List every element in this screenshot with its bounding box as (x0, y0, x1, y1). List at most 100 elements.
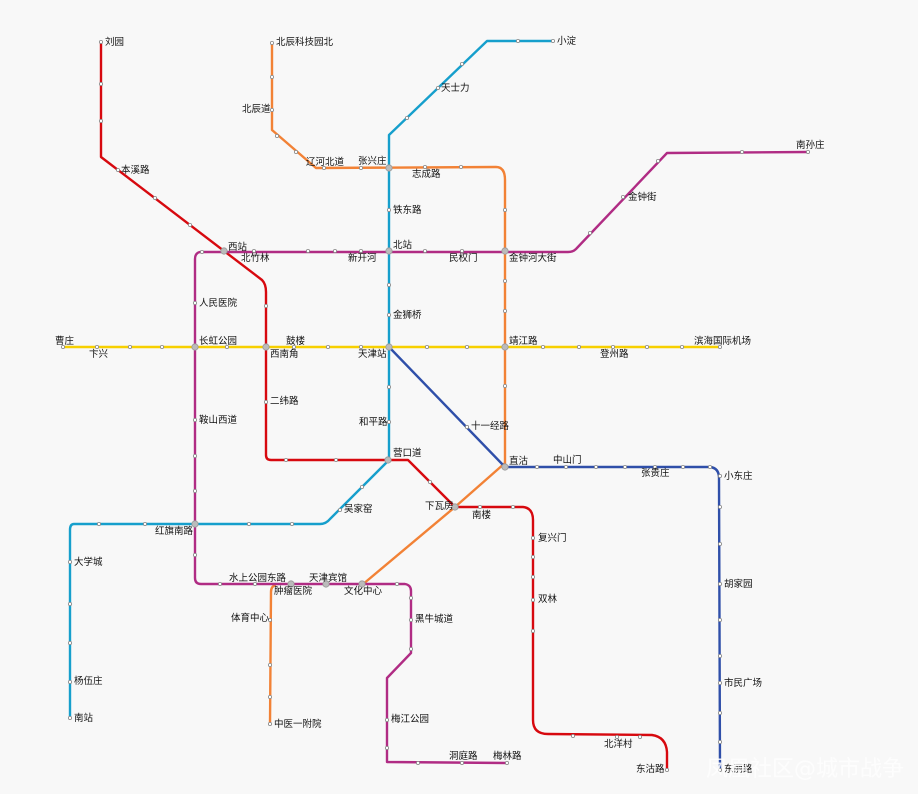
station-dot[interactable] (68, 716, 73, 721)
station-dot[interactable] (708, 464, 713, 469)
station-dot[interactable] (516, 39, 521, 44)
station-dot[interactable] (61, 344, 66, 349)
station-dot[interactable] (386, 312, 391, 317)
station-label[interactable]: 胡家园 (724, 578, 753, 590)
station-dot[interactable] (531, 629, 536, 634)
station-dot[interactable] (217, 582, 222, 587)
station-dot[interactable] (718, 681, 723, 686)
station-dot[interactable] (531, 555, 536, 560)
station-dot[interactable] (621, 194, 626, 199)
station-dot[interactable] (623, 464, 628, 469)
station-dot[interactable] (269, 108, 274, 113)
station-label[interactable]: 北辰道 (242, 103, 271, 115)
station-label[interactable]: 滨海国际机场 (694, 335, 751, 347)
interchange-station-dot[interactable] (385, 247, 393, 255)
station-dot[interactable] (435, 86, 440, 91)
interchange-station-dot[interactable] (384, 456, 392, 464)
station-dot[interactable] (321, 165, 326, 170)
interchange-station-dot[interactable] (287, 580, 295, 588)
station-dot[interactable] (459, 62, 464, 67)
station-label[interactable]: 小东庄 (724, 470, 753, 482)
station-dot[interactable] (386, 419, 391, 424)
station-dot[interactable] (199, 249, 204, 254)
station-dot[interactable] (458, 164, 463, 169)
station-dot[interactable] (422, 164, 427, 169)
station-dot[interactable] (68, 641, 73, 646)
station-label[interactable]: 杨伍庄 (74, 675, 103, 687)
station-dot[interactable] (187, 222, 192, 227)
station-dot[interactable] (477, 504, 482, 509)
station-label[interactable]: 梅江公园 (391, 713, 429, 725)
station-label[interactable]: 洞庭路 (449, 750, 478, 762)
station-dot[interactable] (564, 464, 569, 469)
station-label[interactable]: 直沽 (509, 455, 529, 467)
station-label[interactable]: 西站 (228, 241, 248, 253)
station-dot[interactable] (531, 598, 536, 603)
station-dot[interactable] (333, 457, 338, 462)
station-label[interactable]: 长虹公园 (199, 335, 237, 347)
station-label[interactable]: 北站 (393, 239, 413, 251)
station-dot[interactable] (192, 488, 197, 493)
station-dot[interactable] (718, 711, 723, 716)
station-label[interactable]: 体育中心 (231, 612, 270, 624)
station-dot[interactable] (424, 344, 429, 349)
station-dot[interactable] (263, 399, 268, 404)
station-dot[interactable] (384, 746, 389, 751)
station-label[interactable]: 中山门 (553, 454, 582, 466)
station-label[interactable]: 南站 (74, 712, 94, 724)
interchange-station-dot[interactable] (220, 247, 228, 255)
station-dot[interactable] (427, 479, 432, 484)
station-dot[interactable] (252, 582, 257, 587)
station-label[interactable]: 张贵庄 (641, 467, 670, 479)
station-dot[interactable] (718, 542, 723, 547)
station-dot[interactable] (502, 207, 507, 212)
station-label[interactable]: 南楼 (472, 509, 492, 521)
station-label[interactable]: 小淀 (557, 35, 577, 47)
station-dot[interactable] (192, 300, 197, 305)
station-dot[interactable] (267, 663, 272, 668)
station-dot[interactable] (251, 248, 256, 253)
station-dot[interactable] (293, 149, 298, 154)
station-dot[interactable] (192, 553, 197, 558)
station-dot[interactable] (267, 722, 272, 727)
station-label[interactable]: 中医一附院 (274, 718, 322, 730)
station-dot[interactable] (502, 278, 507, 283)
station-dot[interactable] (611, 344, 616, 349)
interchange-station-dot[interactable] (501, 343, 509, 351)
station-dot[interactable] (337, 507, 342, 512)
station-label[interactable]: 辽河北道 (306, 156, 345, 168)
station-dot[interactable] (359, 484, 364, 489)
station-label[interactable]: 双林 (538, 593, 558, 605)
station-label[interactable]: 曹庄 (55, 335, 75, 347)
station-label[interactable]: 西南角 (270, 348, 299, 360)
station-label[interactable]: 市民广场 (724, 677, 762, 689)
interchange-station-dot[interactable] (451, 503, 459, 511)
station-dot[interactable] (415, 761, 420, 766)
station-label[interactable]: 天士力 (441, 82, 470, 94)
station-dot[interactable] (718, 618, 723, 623)
station-dot[interactable] (408, 596, 413, 601)
station-dot[interactable] (404, 116, 409, 121)
station-dot[interactable] (99, 40, 104, 45)
station-dot[interactable] (681, 464, 686, 469)
station-dot[interactable] (269, 41, 274, 46)
station-dot[interactable] (502, 383, 507, 388)
station-dot[interactable] (358, 248, 363, 253)
station-label[interactable]: 营口道 (393, 447, 422, 459)
station-label[interactable]: 水上公园东路 (229, 572, 287, 584)
station-label[interactable]: 鞍山西道 (199, 414, 238, 426)
interchange-station-dot[interactable] (385, 164, 393, 172)
station-dot[interactable] (142, 522, 147, 527)
interchange-station-dot[interactable] (358, 580, 366, 588)
station-dot[interactable] (718, 654, 723, 659)
station-label[interactable]: 本溪路 (121, 164, 150, 176)
station-label[interactable]: 二纬路 (270, 395, 299, 407)
station-label[interactable]: 天津宾馆 (309, 572, 347, 584)
station-label[interactable]: 民权门 (449, 252, 478, 264)
station-label[interactable]: 金狮桥 (393, 309, 422, 321)
station-dot[interactable] (718, 504, 723, 509)
station-dot[interactable] (541, 344, 546, 349)
station-dot[interactable] (464, 424, 469, 429)
station-label[interactable]: 铁东路 (393, 204, 422, 216)
station-dot[interactable] (718, 344, 723, 349)
